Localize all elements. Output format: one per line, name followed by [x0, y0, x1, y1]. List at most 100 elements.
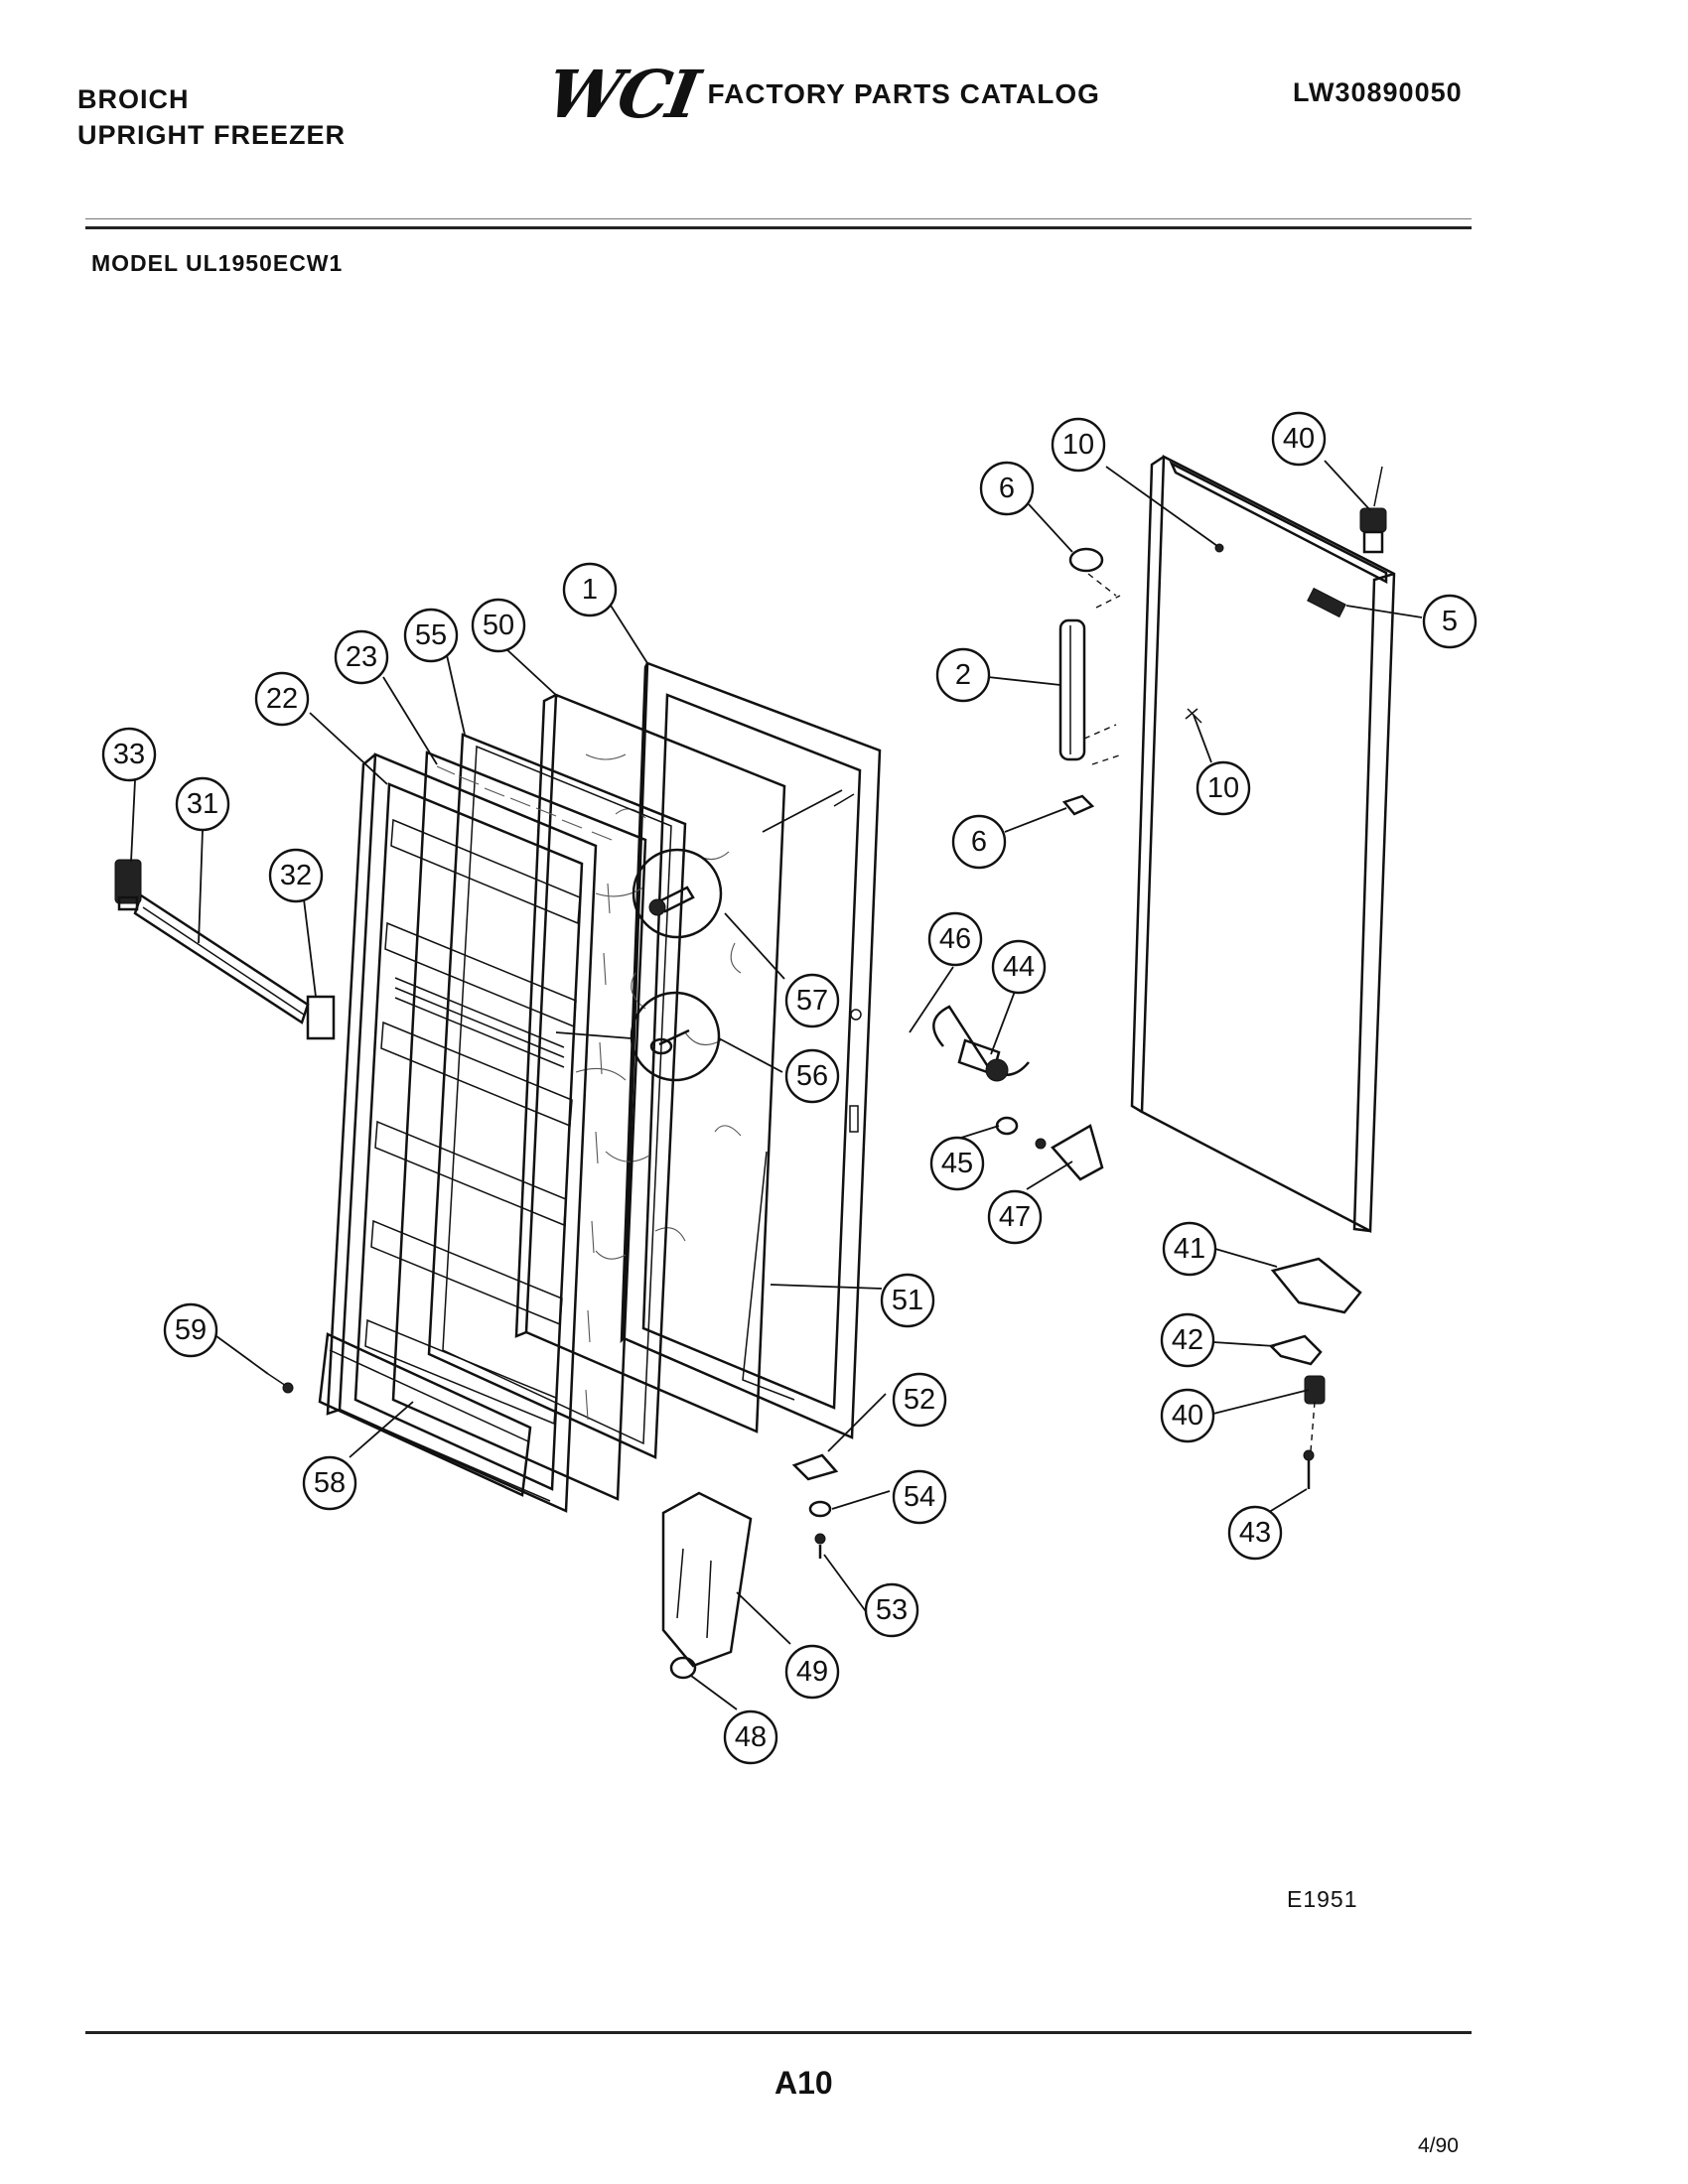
door-trim-31: [133, 893, 310, 1024]
bottom-hinge-41: [1270, 1257, 1362, 1314]
callout-40-lower: 40: [1160, 1388, 1215, 1443]
svg-text:10: 10: [1207, 772, 1239, 804]
trim-end-cap-32: [306, 995, 336, 1040]
door-badge-5: [1307, 587, 1346, 618]
svg-text:23: 23: [346, 641, 377, 673]
header-rule: [85, 226, 1472, 229]
grille-screw-59: [267, 1373, 294, 1394]
callout-32: 32: [268, 848, 324, 903]
svg-text:44: 44: [1003, 951, 1035, 983]
catalog-title: FACTORY PARTS CATALOG: [707, 78, 1100, 109]
svg-text:57: 57: [796, 985, 828, 1017]
lock-cylinder-44: [957, 1038, 1009, 1082]
brand-block: BROICH UPRIGHT FREEZER: [77, 81, 346, 153]
page-number: A10: [774, 2065, 833, 2101]
inner-door-panel-22: [326, 752, 598, 1513]
callout-44: 44: [991, 939, 1047, 995]
callout-48: 48: [723, 1709, 778, 1765]
callout-52: 52: [892, 1372, 947, 1428]
lock-key-47: [1035, 1124, 1104, 1181]
bumper-48: [669, 1656, 697, 1680]
leader-lines: [130, 460, 1423, 1710]
svg-text:50: 50: [483, 610, 514, 641]
callout-2: 2: [935, 647, 991, 703]
callout-23: 23: [334, 629, 389, 685]
figure-code: E1951: [1287, 1886, 1358, 1912]
callout-43: 43: [1227, 1505, 1283, 1561]
footer-rule: [85, 2031, 1472, 2034]
callout-55: 55: [403, 608, 459, 663]
brand-name: BROICH: [77, 84, 190, 114]
svg-text:59: 59: [175, 1314, 207, 1346]
svg-text:56: 56: [796, 1060, 828, 1092]
callout-22: 22: [254, 671, 310, 727]
foam-insulation-50: [514, 693, 786, 1433]
hinge-bracket-42: [1268, 1334, 1323, 1366]
svg-text:1: 1: [582, 574, 598, 606]
cabinet-door-frame-1: [620, 661, 882, 1439]
callout-5: 5: [1422, 594, 1477, 649]
svg-text:40: 40: [1283, 423, 1315, 455]
callout-47: 47: [987, 1189, 1043, 1245]
svg-text:5: 5: [1442, 606, 1458, 637]
svg-text:48: 48: [735, 1721, 767, 1753]
product-type: UPRIGHT FREEZER: [77, 120, 347, 150]
shelf-screw-detail-57: [632, 848, 723, 939]
svg-text:33: 33: [113, 739, 145, 770]
callout-33: 33: [101, 727, 157, 782]
svg-text:51: 51: [892, 1285, 923, 1316]
svg-text:10: 10: [1062, 429, 1094, 461]
lock-washer-45: [995, 1116, 1019, 1136]
document-number: LW30890050: [1293, 77, 1463, 107]
callout-46: 46: [927, 911, 983, 967]
callout-59: 59: [163, 1302, 218, 1358]
outer-door-panel: [1130, 454, 1396, 1234]
svg-text:2: 2: [955, 659, 971, 691]
callout-1: 1: [562, 562, 618, 617]
stop-washer-54: [808, 1500, 832, 1518]
callout-54: 54: [892, 1469, 947, 1525]
callout-56: 56: [784, 1048, 840, 1104]
callout-49: 49: [784, 1644, 840, 1700]
callout-10-lower: 10: [1196, 760, 1251, 816]
svg-text:49: 49: [796, 1656, 828, 1688]
top-hinge-pin-40: [1359, 466, 1387, 554]
callout-45: 45: [929, 1136, 985, 1191]
callout-10-upper: 10: [1051, 417, 1106, 473]
door-shelves: [364, 818, 581, 1426]
svg-text:31: 31: [187, 788, 218, 820]
callout-6-lower: 6: [951, 814, 1007, 870]
lock-cable-46: [932, 1005, 1030, 1076]
hinge-dash-line: [1310, 1401, 1316, 1452]
stop-screw-53: [814, 1533, 826, 1559]
hinge-screw-43: [1303, 1449, 1315, 1489]
callout-53: 53: [864, 1582, 919, 1638]
svg-text:58: 58: [314, 1467, 346, 1499]
svg-text:32: 32: [280, 860, 312, 891]
svg-text:43: 43: [1239, 1517, 1271, 1549]
svg-text:6: 6: [971, 826, 987, 858]
svg-text:53: 53: [876, 1594, 908, 1626]
svg-text:40: 40: [1172, 1400, 1203, 1432]
callout-31: 31: [175, 776, 230, 832]
toe-grille-58: [318, 1332, 532, 1497]
header-rule-thin: [85, 218, 1472, 219]
callout-42: 42: [1160, 1312, 1215, 1368]
model-label: MODEL UL1950ECW1: [91, 250, 344, 276]
svg-text:52: 52: [904, 1384, 935, 1416]
svg-text:47: 47: [999, 1201, 1031, 1233]
svg-text:6: 6: [999, 473, 1015, 504]
shelf-support-detail-56: [630, 991, 721, 1082]
handle-dash-lines: [1083, 573, 1123, 765]
callout-57: 57: [784, 973, 840, 1028]
svg-text:41: 41: [1174, 1233, 1205, 1265]
svg-text:55: 55: [415, 619, 447, 651]
handle-cap-upper-6: [1068, 547, 1104, 573]
callout-6-upper: 6: [979, 461, 1035, 516]
base-bracket-49: [661, 1491, 753, 1668]
callout-40-upper: 40: [1271, 411, 1327, 467]
handle-cap-lower-6: [1061, 794, 1095, 816]
svg-text:46: 46: [939, 923, 971, 955]
